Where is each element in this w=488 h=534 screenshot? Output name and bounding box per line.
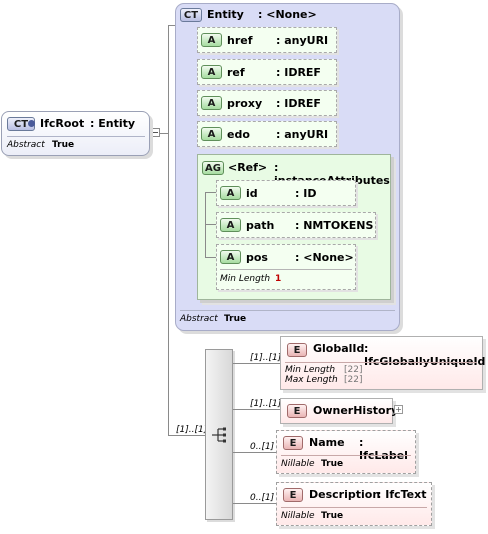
- element-cardinality: 0..[1]: [250, 493, 275, 503]
- ifcroot-divider: [7, 136, 145, 137]
- attribute-type: : anyURI: [276, 34, 329, 47]
- attribute-badge: A: [220, 250, 241, 264]
- attribute-badge: A: [201, 127, 222, 141]
- attribute-pos-divider: [220, 269, 352, 270]
- trunk-to-sequence: [168, 435, 206, 436]
- attribute-badge: A: [201, 65, 222, 79]
- element-globalid[interactable]: E GlobalId : IfcGloballyUniqueId Min Len…: [280, 336, 486, 390]
- ifcroot-name: IfcRoot: [40, 117, 85, 130]
- element-badge: E: [287, 343, 307, 357]
- attribute-pos-minlength-label: Min Length: [220, 274, 271, 284]
- entity-abstract-label: Abstract: [180, 314, 218, 324]
- element-prop-label: Min Length: [285, 365, 336, 375]
- element-cardinality: [1]..[1]: [250, 353, 282, 363]
- attribute-type: : IDREF: [276, 66, 321, 79]
- attribute-name: proxy: [227, 97, 263, 110]
- attribute-badge: A: [201, 96, 222, 110]
- attribute-badge: A: [201, 33, 222, 47]
- complex-type-badge: CT: [180, 8, 202, 22]
- attribute-name: href: [227, 34, 253, 47]
- attribute-pos[interactable]: A pos : <None> Min Length 1: [216, 244, 356, 290]
- element-name: Description: [309, 488, 381, 501]
- attribute-name: path: [246, 219, 275, 232]
- attribute-edo[interactable]: A edo : anyURI: [197, 121, 337, 147]
- sequence-branch-line: [233, 363, 280, 364]
- ownerhistory-expand-toggle[interactable]: +: [394, 405, 403, 414]
- element-cardinality: [1]..[1]: [250, 399, 282, 409]
- attribute-type: : anyURI: [276, 128, 329, 141]
- attribute-type: : IDREF: [276, 97, 321, 110]
- element-prop-value: [22]: [344, 365, 363, 375]
- element-description[interactable]: E Description : IfcText Nillable True: [276, 482, 432, 526]
- element-type: : IfcText: [377, 488, 427, 501]
- attribute-group-name: <Ref>: [228, 161, 268, 174]
- attribute-name: edo: [227, 128, 250, 141]
- element-prop-value: True: [321, 459, 344, 469]
- sequence-cardinality: [1]..[1]: [176, 425, 208, 435]
- element-name: Name: [309, 436, 345, 449]
- element-cardinality: 0..[1]: [250, 442, 275, 452]
- attribute-badge: A: [220, 186, 241, 200]
- element-prop-value: [22]: [344, 375, 363, 385]
- element-badge: E: [283, 436, 303, 450]
- element-badge: E: [287, 404, 307, 418]
- element-prop-label: Max Length: [285, 375, 338, 385]
- attribute-pos-minlength-value: 1: [275, 274, 282, 284]
- element-badge: E: [283, 488, 303, 502]
- attribute-type: : NMTOKENS: [295, 219, 374, 232]
- attribute-id[interactable]: A id : ID: [216, 180, 356, 206]
- element-prop-label: Nillable: [281, 511, 315, 521]
- trunk-line: [168, 25, 169, 435]
- attribute-group-badge: AG: [202, 161, 224, 175]
- element-prop-value: True: [321, 511, 344, 521]
- attribute-href[interactable]: A href : anyURI: [197, 27, 337, 53]
- element-name: OwnerHistory: [313, 404, 399, 417]
- element-divider: [281, 455, 411, 456]
- attribute-name: pos: [246, 251, 268, 264]
- ifcroot-type: : Entity: [90, 117, 136, 130]
- ifcroot-abstract-label: Abstract: [7, 140, 45, 150]
- element-name: GlobalId: [313, 342, 365, 355]
- entity-footer-divider: [180, 310, 395, 311]
- trunk-to-entity: [168, 25, 176, 26]
- ifcroot-abstract-value: True: [52, 140, 75, 150]
- root-collapse-toggle[interactable]: [151, 128, 160, 137]
- ct-ref-icon: [28, 120, 35, 127]
- element-divider: [281, 507, 427, 508]
- sequence-icon: [212, 427, 226, 443]
- sequence-compositor[interactable]: [205, 349, 233, 520]
- attribute-name: ref: [227, 66, 245, 79]
- attribute-proxy[interactable]: A proxy : IDREF: [197, 90, 337, 116]
- attribute-path[interactable]: A path : NMTOKENS: [216, 212, 376, 238]
- attribute-name: id: [246, 187, 258, 200]
- entity-abstract-value: True: [224, 314, 247, 324]
- element-divider: [285, 362, 477, 363]
- attribute-badge: A: [220, 218, 241, 232]
- element-prop-label: Nillable: [281, 459, 315, 469]
- attribute-type: : ID: [295, 187, 317, 200]
- attribute-ref[interactable]: A ref : IDREF: [197, 59, 337, 85]
- element-ownerhistory[interactable]: E OwnerHistory: [280, 398, 398, 424]
- entity-type: : <None>: [258, 8, 317, 21]
- entity-name: Entity: [207, 8, 244, 21]
- element-name-box[interactable]: E Name : IfcLabel Nillable True: [276, 430, 416, 474]
- ifcroot-type-box[interactable]: CT IfcRoot : Entity Abstract True: [1, 111, 150, 156]
- attribute-type: : <None>: [295, 251, 354, 264]
- element-type: : IfcLabel: [359, 436, 408, 462]
- element-type: : IfcGloballyUniqueId: [364, 342, 486, 368]
